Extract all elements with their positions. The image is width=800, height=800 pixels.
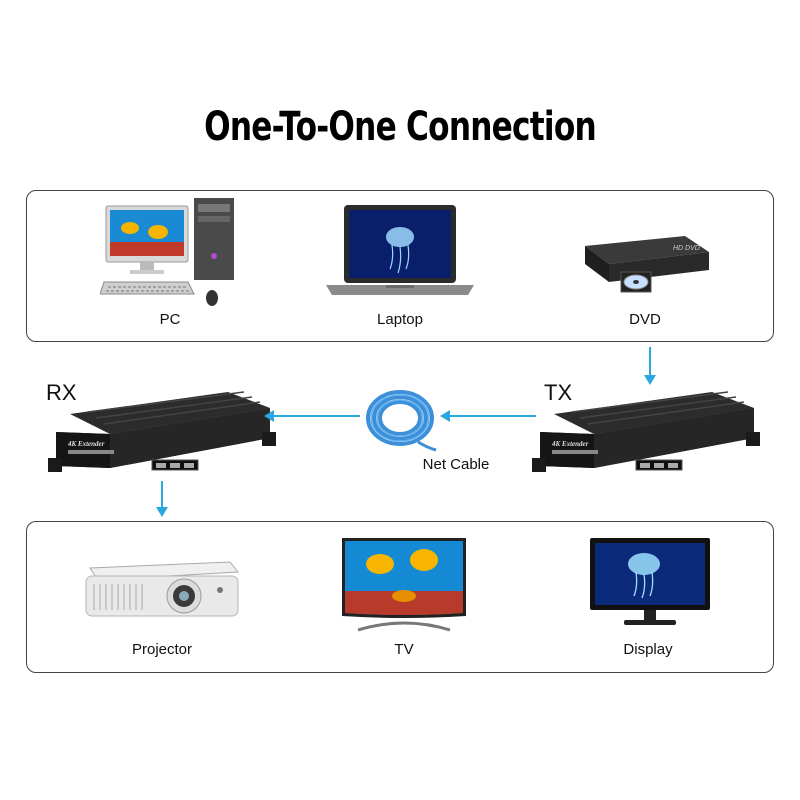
pc-icon: [100, 196, 240, 308]
tx-extender-icon: 4K Extender: [532, 388, 760, 478]
pc-label: PC: [159, 311, 181, 328]
dvd-label: DVD: [629, 311, 661, 328]
rx-label: RX: [46, 380, 77, 405]
arrow-down-icon: [152, 481, 172, 519]
net-cable-icon: [358, 382, 442, 454]
arrow-left-icon: [440, 409, 536, 423]
laptop-label: Laptop: [377, 311, 423, 328]
display-monitor-icon: [588, 536, 712, 632]
tx-model-text: 4K Extender: [551, 440, 589, 448]
display-label: Display: [623, 641, 673, 658]
dvd-brand-text: HD DVD: [673, 245, 700, 252]
rx-model-text: 4K Extender: [67, 440, 105, 448]
arrow-down-icon: [640, 347, 660, 387]
arrow-left-icon: [264, 409, 360, 423]
tv-label: TV: [394, 641, 414, 658]
net-cable-label: Net Cable: [422, 456, 490, 473]
projector-icon: [80, 558, 244, 622]
tv-icon: [338, 536, 470, 636]
laptop-icon: [322, 203, 478, 303]
diagram-title: One-To-One Connection: [204, 104, 597, 150]
rx-extender-icon: 4K Extender: [48, 388, 276, 478]
tx-label: TX: [544, 380, 573, 405]
dvd-player-icon: HD DVD: [575, 230, 715, 300]
projector-label: Projector: [131, 641, 193, 658]
